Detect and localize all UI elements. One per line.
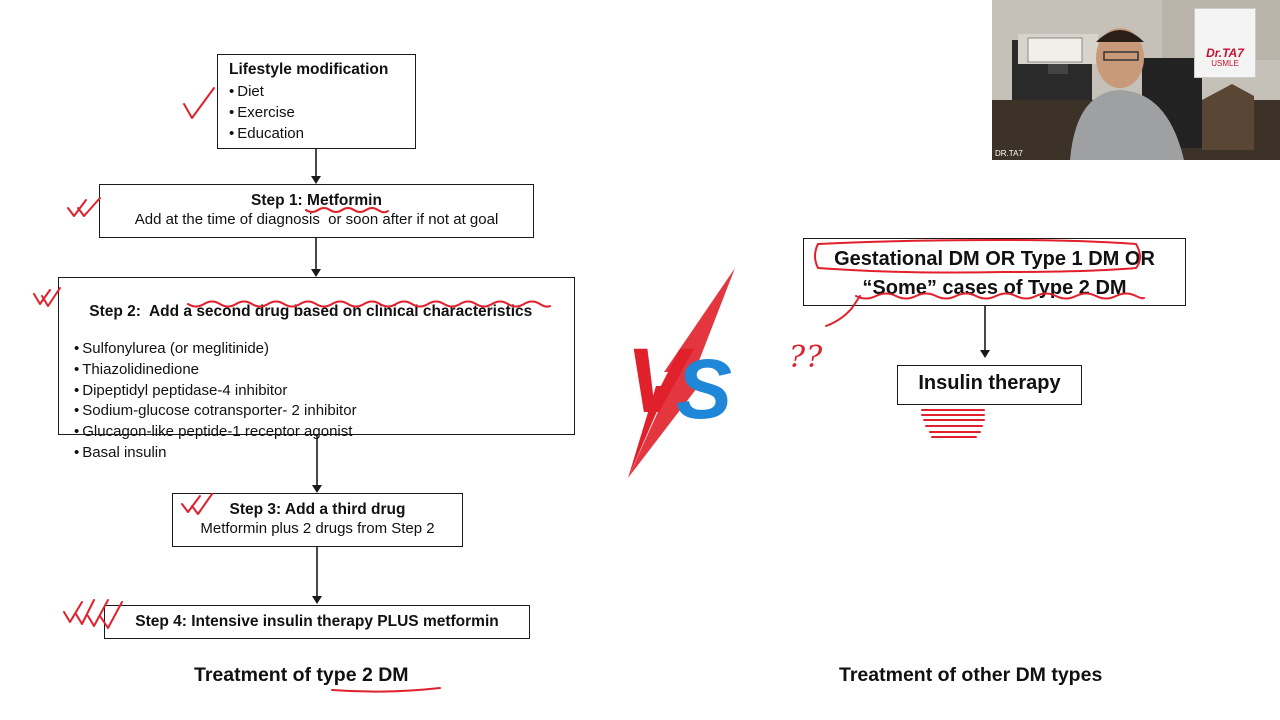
lifestyle-box: Lifestyle modification Diet Exercise Edu… (217, 54, 416, 149)
lifestyle-title: Lifestyle modification (229, 61, 389, 78)
insulin-therapy-box: Insulin therapy (897, 365, 1082, 405)
step2-item: Sodium-glucose cotransporter- 2 inhibito… (74, 401, 574, 422)
logo-sub: USMLE (1211, 59, 1239, 68)
checkmark-lifestyle (183, 87, 215, 119)
underline-type2-caption (331, 687, 441, 693)
step1-title: Step 1: Metformin (251, 192, 382, 209)
checkmark-step1 (67, 197, 101, 217)
lifestyle-item: Diet (229, 82, 415, 103)
step3-box: Step 3: Add a third drug Metformin plus … (172, 493, 463, 547)
step2-item: Dipeptidyl peptidase-4 inhibitor (74, 381, 574, 402)
vs-letter-v: V (626, 330, 694, 432)
step2-item: Glucagon-like peptide-1 receptor agonist (74, 422, 574, 443)
webcam-logo: Dr.TA7 USMLE (1194, 8, 1256, 78)
vs-letter-s: S (676, 342, 732, 436)
other-dm-line1: Gestational DM OR Type 1 DM OR (834, 248, 1155, 270)
webcam-label: DR.TA7 (995, 149, 1023, 158)
step4-box: Step 4: Intensive insulin therapy PLUS m… (104, 605, 530, 639)
other-dm-types-box: Gestational DM OR Type 1 DM OR “Some” ca… (803, 238, 1186, 306)
step1-description: Add at the time of diagnosis or soon aft… (134, 211, 499, 228)
step4-title: Step 4: Intensive insulin therapy PLUS m… (135, 613, 499, 630)
step2-item: Sulfonylurea (or meglitinide) (74, 339, 574, 360)
question-annotation: ?? (789, 340, 824, 375)
step3-title: Step 3: Add a third drug (229, 501, 406, 518)
checkmark-step2 (33, 287, 61, 307)
presenter-webcam: Dr.TA7 USMLE DR.TA7 (992, 0, 1280, 160)
step2-item: Basal insulin (74, 443, 574, 464)
step3-description: Metformin plus 2 drugs from Step 2 (200, 520, 435, 537)
step1-drug: Metformin (307, 192, 382, 209)
step1-box: Step 1: Metformin Add at the time of dia… (99, 184, 534, 238)
step2-title: Step 2: Add a second drug based on clini… (89, 303, 533, 320)
left-caption-emph: type 2 DM (316, 664, 409, 686)
left-caption: Treatment of type 2 DM (194, 664, 409, 686)
underline-insulin (921, 409, 985, 438)
step2-item: Thiazolidinedione (74, 360, 574, 381)
lifestyle-item: Education (229, 124, 415, 145)
right-caption: Treatment of other DM types (839, 664, 1103, 686)
step2-box: Step 2: Add a second drug based on clini… (58, 277, 575, 461)
lifestyle-item: Exercise (229, 103, 415, 124)
logo-name: Dr.TA7 (1206, 46, 1244, 60)
other-dm-line2: “Some” cases of Type 2 DM (862, 277, 1127, 299)
